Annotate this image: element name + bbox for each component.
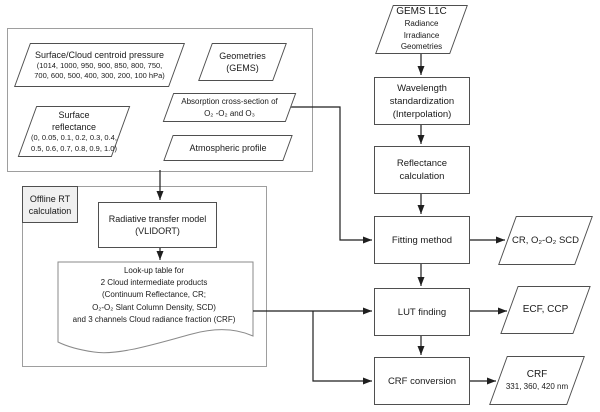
atmospheric-profile-label: Atmospheric profile <box>189 143 267 153</box>
lut-line-2: 2 Cloud intermediate products <box>100 278 208 288</box>
pressure-title: Surface/Cloud centroid pressure <box>34 49 165 60</box>
wavelength-line1: Wavelength <box>397 82 447 94</box>
fitting-method-label: Fitting method <box>391 234 453 246</box>
offline-rt-label-line1: Offline RT <box>29 193 71 204</box>
arrow-absorption-to-fitting <box>290 106 372 244</box>
crf-output-title: CRF <box>526 368 548 380</box>
lut-finding-box: LUT finding <box>374 288 470 336</box>
wavelength-line2: standardization <box>389 95 455 107</box>
fitting-method-box: Fitting method <box>374 216 470 264</box>
absorption-input-parallelogram: Absorption cross-section of O₂ -O₂ and O… <box>162 93 297 122</box>
offline-rt-label-line2: calculation <box>28 205 72 216</box>
radiative-transfer-model-box: Radiative transfer model (VLIDORT) <box>98 202 217 248</box>
surface-reflectance-title1: Surface <box>58 110 90 120</box>
lut-line-3: (Continuum Reflectance, CR; <box>101 290 207 300</box>
wavelength-standardization-box: Wavelength standardization (Interpolatio… <box>374 77 470 125</box>
reflectance-calculation-box: Reflectance calculation <box>374 146 470 194</box>
gems-l1c-line2: Radiance <box>404 19 439 29</box>
gems-l1c-input-parallelogram: GEMS L1C Radiance Irradiance Geometries <box>375 5 468 54</box>
lut-finding-label: LUT finding <box>397 306 447 318</box>
pressure-values-line1: (1014, 1000, 950, 900, 850, 800, 750, <box>36 60 163 70</box>
gems-l1c-line4: Geometries <box>400 42 443 52</box>
rt-model-line1: Radiative transfer model <box>108 214 207 224</box>
reflect-calc-line1: Reflectance <box>396 158 448 169</box>
pressure-input-parallelogram: Surface/Cloud centroid pressure (1014, 1… <box>13 43 186 87</box>
lut-line-4: O₂-O₂ Slant Column Density, SCD) <box>92 302 216 312</box>
pressure-values-line2: 700, 600, 500, 400, 300, 200, 100 hPa) <box>34 71 165 80</box>
geometries-title: Geometries <box>219 51 266 61</box>
atmospheric-profile-input-parallelogram: Atmospheric profile <box>163 135 293 161</box>
ecf-ccp-output-parallelogram: ECF, CCP <box>500 286 591 334</box>
gems-l1c-line3: Irradiance <box>403 30 440 40</box>
offline-rt-label-box: Offline RT calculation <box>22 186 78 223</box>
surface-reflectance-values2: 0.5, 0.6, 0.7, 0.8, 0.9, 1.0) <box>31 143 117 153</box>
cr-scd-output-parallelogram: CR, O₂-O₂ SCD <box>498 216 593 265</box>
crf-conversion-box: CRF conversion <box>374 357 470 405</box>
lut-document-text: Look-up table for 2 Cloud intermediate p… <box>60 265 248 326</box>
crf-output-parallelogram: CRF 331, 360, 420 nm <box>489 356 585 405</box>
offline-rt-container-box <box>22 186 267 367</box>
reflect-calc-line2: calculation <box>399 171 445 182</box>
crf-conversion-label: CRF conversion <box>387 375 457 387</box>
crf-output-subtitle: 331, 360, 420 nm <box>505 381 569 391</box>
geometries-subtitle: (GEMS) <box>226 63 259 73</box>
arrow-lutdocument-to-crfconversion <box>312 311 372 385</box>
lut-line-5: and 3 channels Cloud radiance fraction (… <box>72 314 236 324</box>
surface-reflectance-input-parallelogram: Surface reflectance (0, 0.05, 0.1, 0.2, … <box>17 106 131 157</box>
cr-scd-label: CR, O₂-O₂ SCD <box>511 235 579 246</box>
surface-reflectance-values1: (0, 0.05, 0.1, 0.2, 0.3, 0.4, <box>31 133 117 142</box>
absorption-line2: O₂ -O₂ and O₃ <box>204 108 255 118</box>
lut-document-shape <box>57 261 254 354</box>
lut-line-1: Look-up table for <box>123 266 185 275</box>
gems-l1c-title: GEMS L1C <box>396 6 447 18</box>
wavelength-line3: (Interpolation) <box>392 108 452 120</box>
rt-model-line2: (VLIDORT) <box>135 226 180 236</box>
surface-reflectance-title2: reflectance <box>51 122 97 132</box>
absorption-line1: Absorption cross-section of <box>181 97 278 106</box>
geometries-input-parallelogram: Geometries (GEMS) <box>198 43 287 81</box>
ecf-ccp-label: ECF, CCP <box>522 304 569 315</box>
